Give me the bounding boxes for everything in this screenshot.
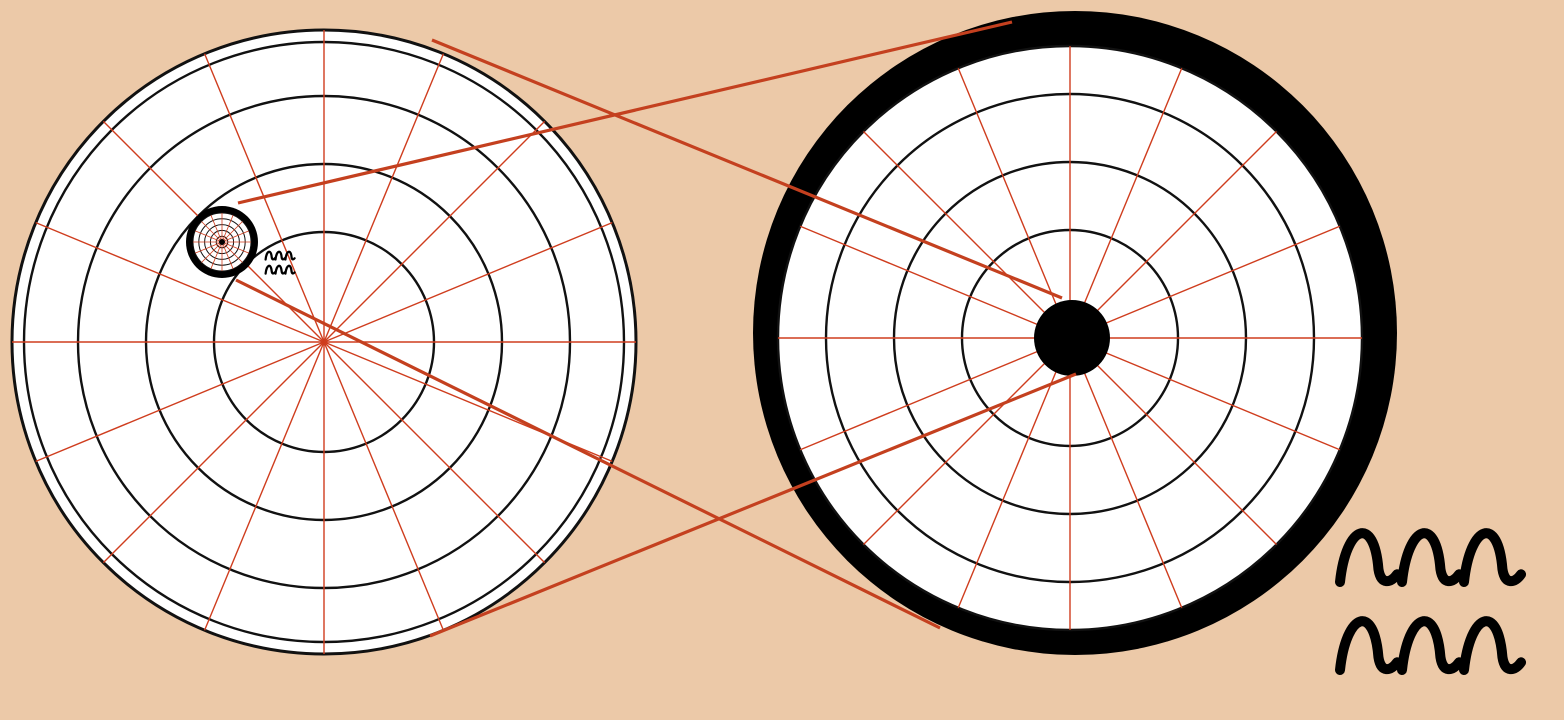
right-disc [753, 11, 1397, 655]
left-disc-spokes [12, 30, 636, 654]
inset-target-center-dot [219, 239, 225, 245]
right-disc-center-dot [1034, 300, 1110, 376]
inset-target [186, 206, 258, 278]
left-disc [12, 30, 636, 654]
